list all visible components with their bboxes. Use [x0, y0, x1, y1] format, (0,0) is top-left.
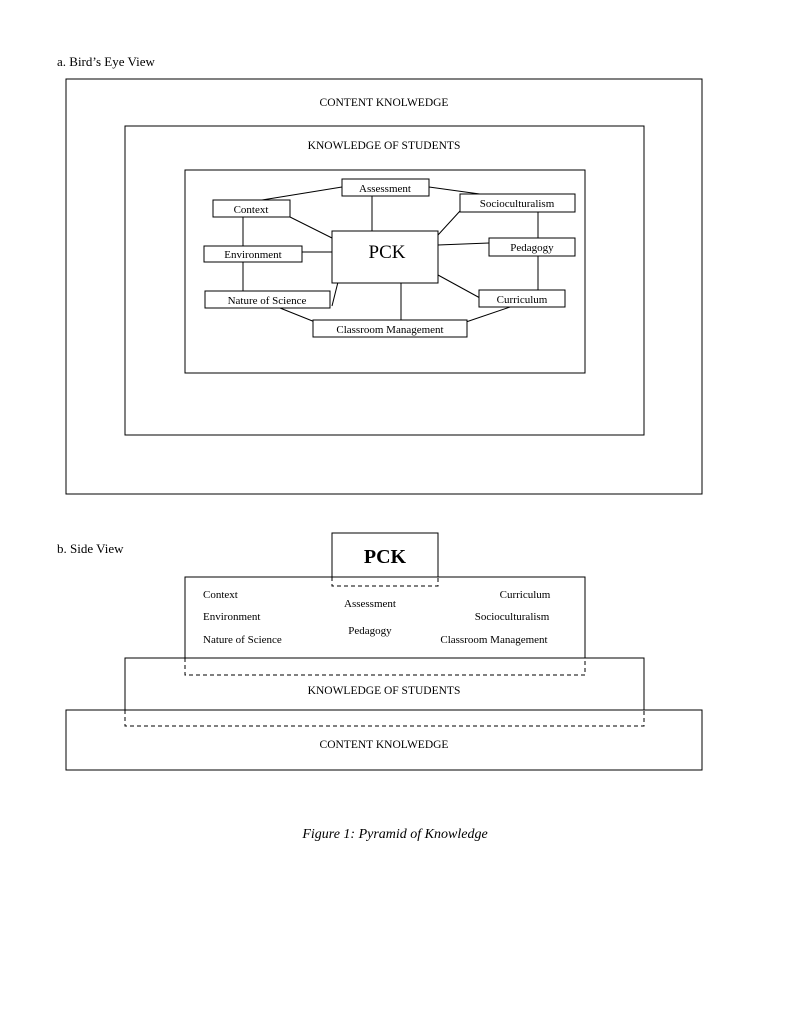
birds-eye-heading: a. Bird’s Eye View — [57, 54, 156, 69]
content-knowledge-layer — [65, 709, 703, 771]
pedagogy-node-label: Pedagogy — [510, 242, 554, 254]
classroom-management-node-label: Classroom Management — [336, 324, 443, 336]
assessment-node-label: Assessment — [359, 183, 411, 195]
side-view-heading: b. Side View — [57, 541, 124, 556]
connector-socioculturalism-pck — [437, 210, 461, 236]
connector-context-pck — [289, 216, 333, 239]
nature-of-science-node-label: Nature of Science — [228, 295, 307, 307]
node-connectors — [242, 186, 539, 323]
knowledge-of-students-hidden-edge — [124, 710, 645, 727]
side-environment-label: Environment — [203, 611, 260, 623]
knowledge-of-students-layer — [124, 657, 645, 711]
connector-classroom-curriculum — [465, 306, 511, 323]
side-context-label: Context — [203, 589, 238, 601]
connector-nature-classroom — [279, 307, 316, 323]
curriculum-node — [478, 289, 566, 308]
socioculturalism-node — [459, 193, 576, 213]
knowledge-of-students-label: KNOWLEDGE OF STUDENTS — [308, 140, 461, 152]
pck-center-label: PCK — [369, 242, 406, 263]
content-knowledge-label: CONTENT KNOLWEDGE — [320, 97, 449, 109]
connector-pck-curriculum — [437, 274, 481, 299]
pck-domain-layer — [184, 576, 586, 659]
content-knowledge-layer-label: CONTENT KNOLWEDGE — [320, 739, 449, 751]
environment-node-label: Environment — [224, 249, 281, 261]
nature-of-science-node — [204, 290, 331, 309]
pck-top-hidden-edge — [331, 577, 439, 587]
pedagogy-node — [488, 237, 576, 257]
side-socioculturalism-label: Socioculturalism — [475, 611, 550, 623]
pck-top-label: PCK — [364, 546, 407, 568]
figure-caption: Figure 1: Pyramid of Knowledge — [301, 827, 487, 842]
curriculum-node-label: Curriculum — [497, 294, 548, 306]
classroom-management-node — [312, 319, 468, 338]
side-nature-of-science-label: Nature of Science — [203, 634, 282, 646]
side-curriculum-label: Curriculum — [500, 589, 551, 601]
connector-pck-nature — [331, 281, 339, 307]
knowledge-of-students-layer-label: KNOWLEDGE OF STUDENTS — [308, 685, 461, 697]
assessment-node — [341, 178, 430, 197]
connector-pck-pedagogy — [437, 242, 490, 246]
side-classroom-management-label: Classroom Management — [440, 634, 547, 646]
context-node-label: Context — [234, 204, 269, 216]
connector-context-assessment — [261, 186, 343, 201]
context-node — [212, 199, 291, 218]
environment-node — [203, 245, 303, 263]
pck-top-block — [331, 532, 439, 578]
side-pedagogy-label: Pedagogy — [348, 625, 392, 637]
socioculturalism-node-label: Socioculturalism — [480, 198, 555, 210]
side-assessment-label: Assessment — [344, 598, 396, 610]
pck-center-box — [331, 230, 439, 284]
pck-domain-hidden-edge — [184, 658, 586, 676]
